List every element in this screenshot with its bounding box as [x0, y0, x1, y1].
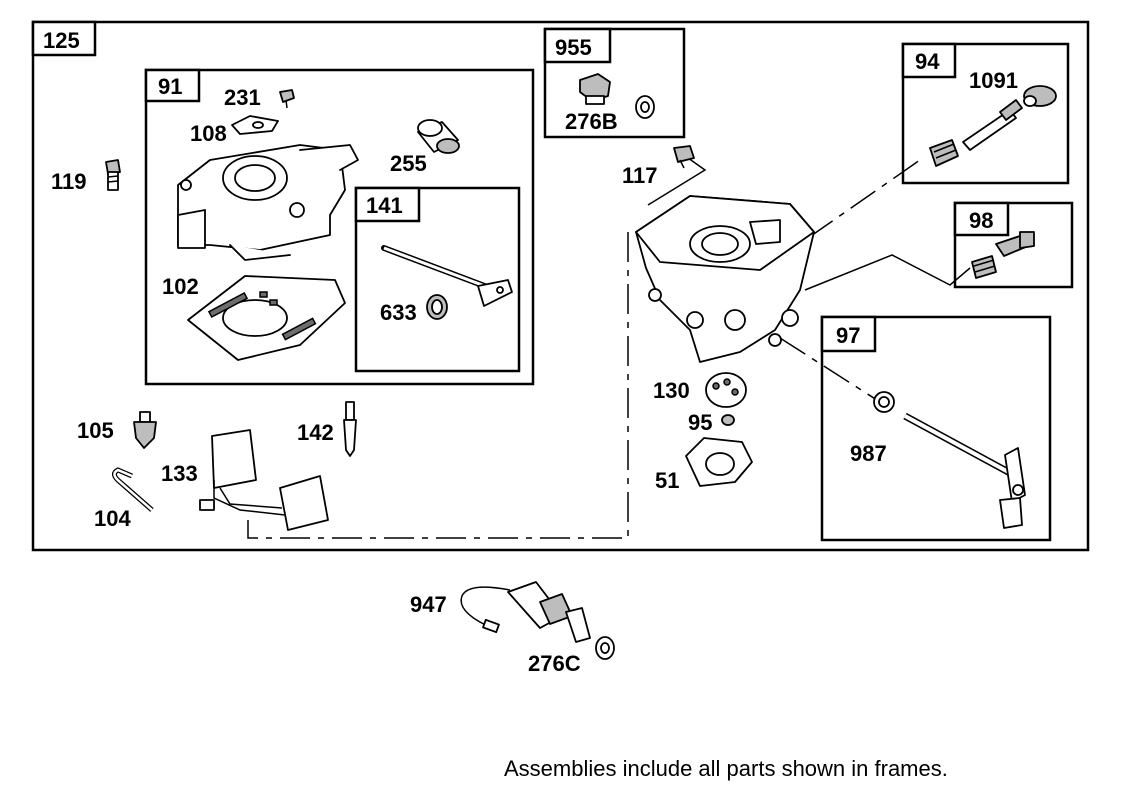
throttle-shaft-icon: [873, 391, 1026, 529]
carburetor-body-icon: [177, 144, 359, 261]
part-label-133: 133: [161, 461, 198, 486]
part-label-142: 142: [297, 420, 334, 445]
frame-94: 94: [901, 42, 1070, 185]
frame-97: 97: [820, 315, 1052, 542]
choke-shaft-icon: [381, 245, 513, 307]
leader-lines: [247, 157, 971, 539]
frame-94-label: 94: [915, 49, 940, 74]
float-pin-icon: [343, 401, 357, 457]
frame-141: 141: [354, 186, 521, 373]
frame-125-label: 125: [43, 28, 80, 53]
fuel-solenoid-icon: [460, 581, 615, 660]
small-screw-icon: [721, 414, 735, 426]
hinge-pin-icon: [112, 467, 154, 512]
part-label-105: 105: [77, 418, 114, 443]
frame-955-label: 955: [555, 35, 592, 60]
float-bowl-icon: [635, 195, 815, 363]
frame-98: 98: [953, 201, 1074, 289]
part-label-130: 130: [653, 378, 690, 403]
part-label-947: 947: [410, 592, 447, 617]
needle-valve-icon: [929, 85, 1057, 167]
part-label-95: 95: [688, 410, 712, 435]
screw-icon: [279, 89, 295, 109]
bowl-nut-icon: [579, 73, 655, 119]
adjusting-screw-icon: [105, 159, 121, 191]
frame-98-label: 98: [969, 208, 993, 233]
part-label-104: 104: [94, 506, 131, 531]
mounting-gasket-icon: [685, 437, 753, 487]
footnote: Assemblies include all parts shown in fr…: [504, 756, 948, 781]
frame-141-label: 141: [366, 193, 403, 218]
frame-97-label: 97: [836, 323, 860, 348]
frame-91: 91: [144, 68, 535, 386]
frame-91-label: 91: [158, 74, 182, 99]
part-label-119: 119: [51, 169, 87, 194]
idle-screw-icon: [971, 231, 1035, 279]
float-icon: [199, 429, 329, 531]
part-label-633: 633: [380, 300, 417, 325]
part-label-231: 231: [224, 85, 261, 110]
frame-955: 955: [543, 27, 686, 139]
drain-screw-icon: [673, 145, 695, 169]
sleeve-icon: [417, 119, 460, 154]
part-label-276c: 276C: [528, 651, 581, 676]
spring-icon: [426, 294, 448, 320]
part-label-1091: 1091: [969, 68, 1018, 93]
frame-125: 125: [31, 20, 1090, 552]
part-label-987: 987: [850, 441, 887, 466]
part-label-255: 255: [390, 151, 427, 176]
part-label-102: 102: [162, 274, 199, 299]
diaphragm-icon: [705, 372, 747, 408]
part-label-276b: 276B: [565, 109, 618, 134]
part-label-51: 51: [655, 468, 679, 493]
part-label-108: 108: [190, 121, 227, 146]
gasket-plate-icon: [187, 275, 346, 361]
part-label-117: 117: [622, 163, 658, 188]
float-needle-icon: [133, 411, 157, 449]
gasket-icon: [231, 115, 279, 135]
